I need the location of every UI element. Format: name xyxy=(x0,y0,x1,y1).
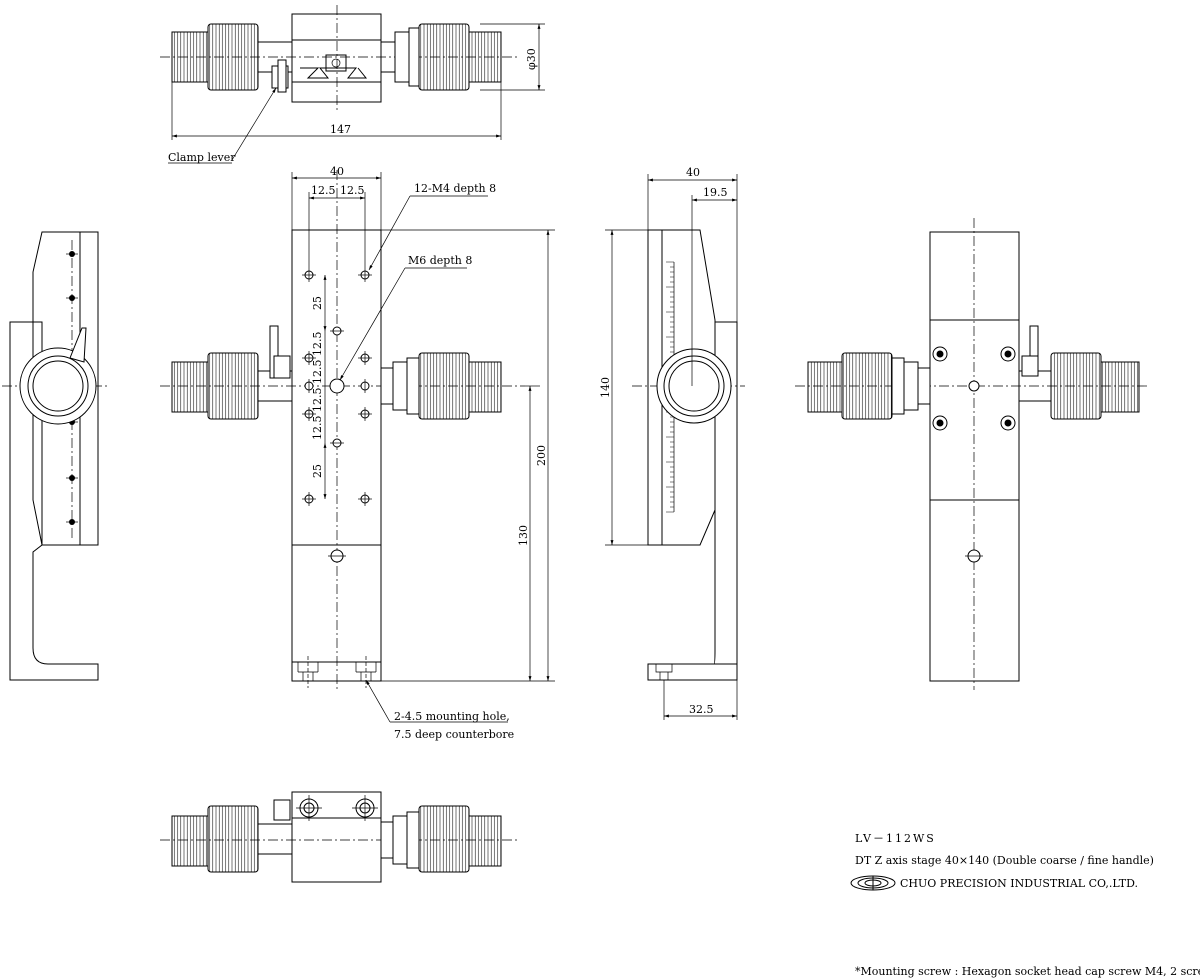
dim-handle-dia: φ30 xyxy=(525,48,538,70)
left-side-view xyxy=(2,231,110,681)
title-block: LV－112WS DT Z axis stage 40×140 (Double … xyxy=(850,832,1200,978)
dim-side-width: 40 xyxy=(686,166,700,179)
dim-total-height: 200 xyxy=(535,445,548,466)
model-description: DT Z axis stage 40×140 (Double coarse / … xyxy=(855,854,1154,867)
dim-side-height: 140 xyxy=(599,377,612,398)
company-logo xyxy=(850,875,896,891)
dim-top-width: 147 xyxy=(330,123,351,136)
m4-holes-label: 12-M4 depth 8 xyxy=(414,182,496,195)
dim-side-base: 32.5 xyxy=(689,703,714,716)
front-view: 40 12.5 12.5 25 12.5 12.5 12.5 12.5 25 2… xyxy=(160,165,555,741)
dim-front-half-a: 12.5 xyxy=(311,184,336,197)
m4-hole-pattern xyxy=(302,268,372,506)
clamp-lever-label: Clamp lever xyxy=(168,151,236,164)
dim-pitch-12-5-d: 12.5 xyxy=(311,416,324,441)
dim-pitch-25-top: 25 xyxy=(311,296,324,310)
dim-pitch-12-5-c: 12.5 xyxy=(311,388,324,413)
company-name: CHUO PRECISION INDUSTRIAL CO,.LTD. xyxy=(900,877,1138,890)
dim-side-offset: 19.5 xyxy=(703,186,728,199)
top-view: 147 φ30 Clamp lever xyxy=(160,5,545,164)
dim-pitch-12-5-b: 12.5 xyxy=(311,360,324,385)
dim-base-height: 130 xyxy=(517,525,530,546)
model-number: LV－112WS xyxy=(855,832,936,845)
mounting-hole-label-line2: 7.5 deep counterbore xyxy=(394,728,514,741)
right-side-view: 40 19.5 140 32.5 xyxy=(599,166,745,720)
mounting-hole-label-line1: 2-4.5 mounting hole, xyxy=(394,710,510,723)
dim-front-width: 40 xyxy=(330,165,344,178)
mounting-screw-note: *Mounting screw : Hexagon socket head ca… xyxy=(855,965,1200,978)
bottom-view xyxy=(160,791,520,883)
dim-front-half-b: 12.5 xyxy=(340,184,365,197)
back-view xyxy=(795,218,1150,690)
dim-pitch-12-5-a: 12.5 xyxy=(311,332,324,357)
dim-pitch-25-bottom: 25 xyxy=(311,464,324,478)
m6-hole-label: M6 depth 8 xyxy=(408,254,472,267)
